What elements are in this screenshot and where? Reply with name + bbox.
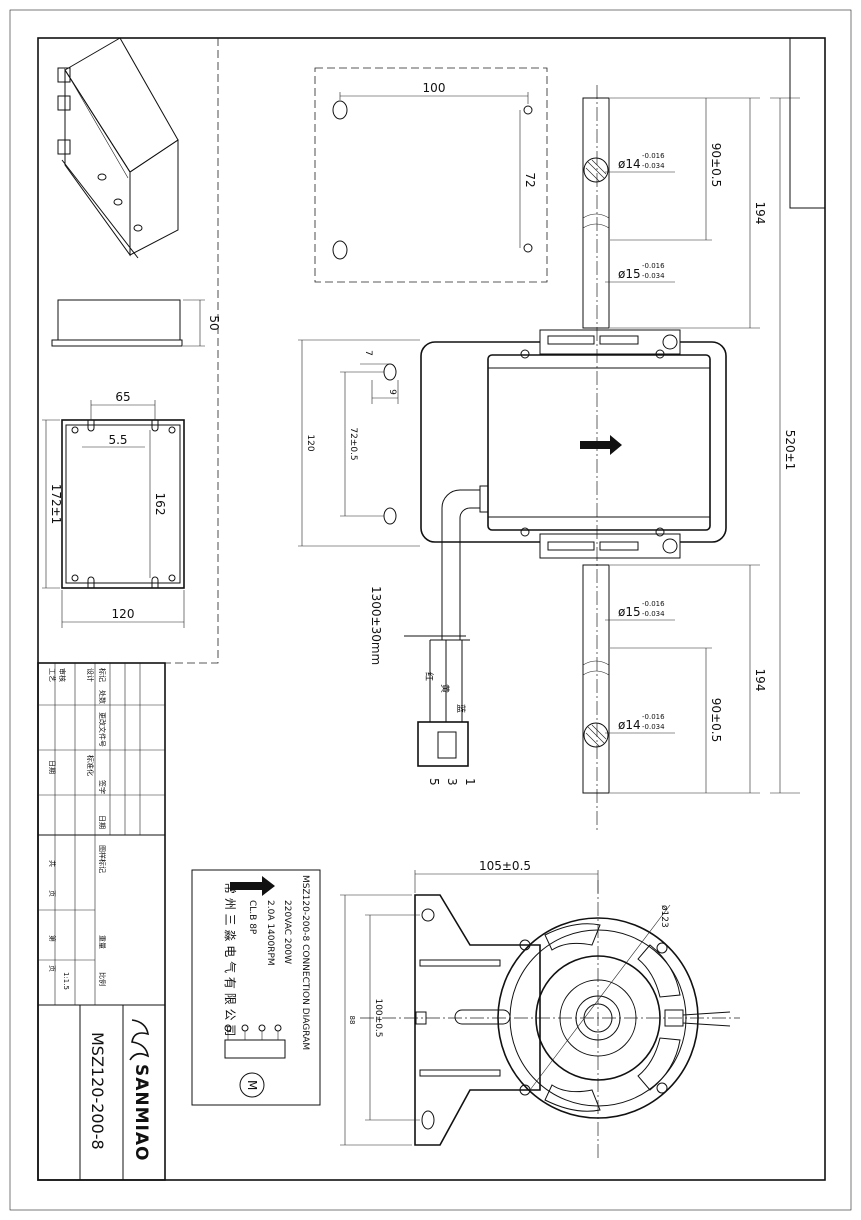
frame-notch (789, 38, 825, 209)
controller-side-view: 50 (51, 299, 221, 347)
dim-height-72: 72±0.5 (348, 427, 358, 460)
tb-count: 处数 (98, 690, 107, 704)
connection-title: MSZ120-200-8 CONNECTION DIAGRAM (300, 875, 310, 1050)
motor-dimensions: 120 72±0.5 7 9 1300±30mm 90±0.5 194 ø14 … (298, 97, 800, 794)
tb-page: 页 (48, 890, 56, 897)
dim-front-height: 100±0.5 (373, 998, 383, 1037)
dim-dia14-bot: ø14 (618, 718, 641, 732)
tol-up-3: -0.016 (642, 600, 665, 608)
pin-5: 5 (427, 778, 441, 786)
company-name: 常 州 三 淼 电 气 有 限 公 司 (223, 882, 238, 1036)
dim-height-120: 120 (305, 434, 315, 451)
dim-box-width: 120 (112, 607, 135, 621)
dim-upper-seg: 90±0.5 (709, 143, 723, 187)
rotation-arrow-icon (580, 435, 622, 455)
model-number: MSZ120-200-8 (88, 1032, 107, 1150)
tb-sign: 签字 (98, 780, 107, 794)
tb-date2: 日期 (48, 760, 56, 774)
dim-dia15-top: ø15 (618, 267, 641, 281)
tb-review: 审核 (58, 668, 67, 682)
dim-lower-len: 194 (753, 669, 767, 692)
dim-box-inner: 162 (153, 493, 167, 516)
spec-line2: 2.0A 1400RPM (265, 900, 275, 966)
spec-line3: CL.B 8P (247, 900, 257, 935)
dim-9: 9 (387, 389, 397, 395)
tol-up-2: -0.016 (642, 262, 665, 270)
pin-3: 3 (445, 778, 459, 786)
tb-standard: 标准化 (86, 755, 95, 776)
pin-1: 1 (463, 778, 477, 786)
tol-up-1: -0.016 (642, 152, 665, 160)
tol-dn-1: -0.034 (642, 162, 665, 170)
sanmiao-logo-icon (129, 1019, 150, 1061)
tb-scale-label: 比例 (98, 972, 107, 986)
dim-mount-height: 72 (523, 172, 537, 187)
tol-up-4: -0.016 (642, 713, 665, 721)
arrow-icon (230, 876, 275, 896)
wire-blue-label: 蓝 (455, 704, 467, 713)
dim-total-length: 520±1 (783, 430, 797, 471)
tb-sheet: 第 (48, 935, 57, 942)
dim-dia15-bot: ø15 (618, 605, 641, 619)
dim-wire-length: 1300±30mm (369, 586, 383, 665)
connection-diagram-label: MSZ120-200-8 CONNECTION DIAGRAM 220VAC 2… (191, 869, 321, 1106)
tol-dn-4: -0.034 (642, 723, 665, 731)
dim-small: 88 (348, 1016, 356, 1025)
tb-change-doc: 更改文件号 (98, 712, 107, 747)
isometric-controller-view (57, 37, 179, 259)
spec-line1: 220VAC 200W (282, 900, 292, 964)
tb-scale: 1:1.5 (62, 972, 70, 990)
logo-text: SANMIAO (131, 1064, 151, 1161)
motor-side-view: 红 黄 蓝 1 3 5 (383, 85, 727, 830)
tb-mark: 标记 (98, 668, 107, 682)
dim-box-top: 65 (115, 390, 130, 404)
dim-box-slot: 5.5 (108, 433, 127, 447)
motor-symbol-icon (239, 1072, 265, 1098)
dim-box-height: 172±1 (49, 484, 63, 525)
tb-design: 设计 (86, 668, 95, 682)
tol-dn-2: -0.034 (642, 272, 665, 280)
dim-mount-width: 100 (423, 81, 446, 95)
dim-dia14-top: ø14 (618, 157, 641, 171)
tb-weight: 重量 (98, 935, 106, 949)
tb-page2: 页 (48, 965, 56, 972)
wire-red-label: 红 (423, 672, 435, 681)
wire-yellow-label: 黄 (439, 684, 451, 693)
dim-upper-len: 194 (753, 202, 767, 225)
dim-side-height: 50 (207, 315, 221, 330)
title-block: 标记 处数 更改文件号 签字 日期 设计 标准化 审核 工艺 日期 图样标记 重… (37, 662, 166, 1181)
dim-front-dia: ø123 (659, 905, 669, 928)
tol-dn-3: -0.034 (642, 610, 665, 618)
inner-border (37, 37, 826, 1181)
dim-7: 7 (363, 350, 373, 356)
motor-front-view: ø123 105±0.5 100±0.5 88 (340, 859, 740, 1160)
dim-front-width: 105±0.5 (479, 859, 531, 873)
tb-date: 日期 (98, 815, 106, 829)
outer-border (9, 9, 852, 1211)
tb-stage: 图样标记 (98, 845, 107, 873)
tb-total: 共 (48, 860, 57, 867)
motor-symbol: M (245, 1080, 259, 1090)
dim-lower-seg: 90±0.5 (709, 698, 723, 742)
mounting-plate-view: 100 72 (314, 67, 548, 283)
controller-top-view: 65 5.5 172±1 162 120 (42, 390, 185, 628)
tb-process: 工艺 (48, 668, 56, 682)
